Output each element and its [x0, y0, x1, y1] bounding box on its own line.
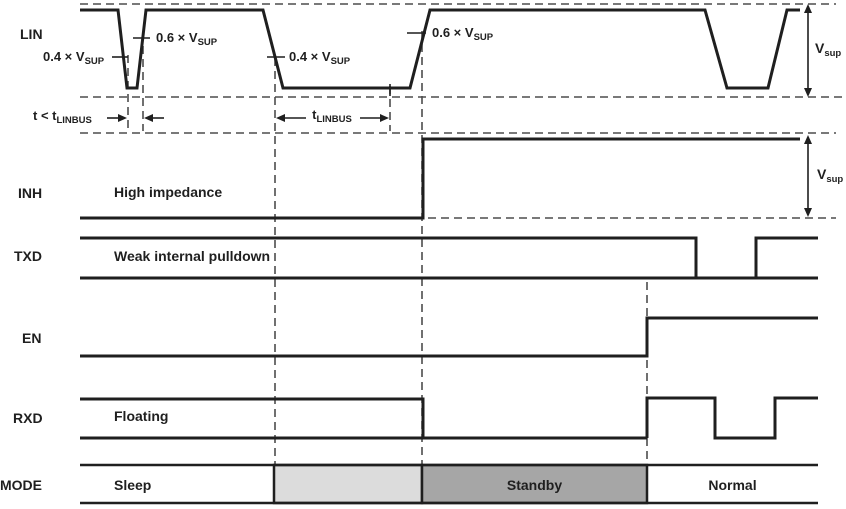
tlinbus-right-arrowhead	[380, 114, 389, 122]
vsup-lin-label: Vsup	[815, 40, 842, 59]
vsup-inh-arrowhead-down	[804, 208, 812, 217]
lin-signal-label: LIN	[20, 26, 43, 42]
mode-state-standby: Standby	[506, 477, 563, 493]
vsup-inh-arrowhead-up	[804, 135, 812, 144]
rxd-waveform	[645, 396, 818, 440]
en-waveform	[80, 316, 818, 358]
inh-signal-label: INH	[18, 185, 43, 201]
lin-threshold-04-label-2: 0.4 × VSUP	[289, 49, 351, 67]
lin-threshold-06-label-2: 0.6 × VSUP	[432, 25, 494, 43]
vsup-lin-arrowhead-down	[804, 88, 812, 97]
inh-annotation: High impedance	[114, 184, 223, 200]
recovery-arrowhead	[144, 114, 153, 122]
txd-signal-label: TXD	[14, 248, 42, 264]
rxd-signal-label: RXD	[13, 410, 43, 426]
inh-waveform	[80, 137, 800, 220]
rxd-annotation: Floating	[114, 408, 169, 424]
tlinbus-left-arrowhead	[276, 114, 285, 122]
t-short-timing-label: t < tLINBUS	[33, 108, 92, 126]
txd-waveform	[80, 236, 818, 278]
vsup-lin-arrowhead-up	[804, 4, 812, 13]
lin-threshold-04-label-1: 0.4 × VSUP	[43, 49, 105, 67]
mode-state-normal: Normal	[708, 477, 757, 493]
tlinbus-timing-label: tLINBUS	[312, 107, 352, 125]
txd-annotation: Weak internal pulldown	[114, 248, 271, 264]
mode-unlabeled-box	[272, 463, 424, 505]
en-signal-label: EN	[22, 330, 42, 346]
mode-signal-label: MODE	[0, 477, 42, 493]
mode-state-sleep: Sleep	[114, 477, 152, 493]
lin-waveform	[80, 8, 800, 90]
t-short-arrowhead	[118, 114, 127, 122]
rxd-floating-band-top	[80, 397, 425, 438]
vsup-inh-label: Vsup	[817, 166, 844, 185]
lin-threshold-06-label-1: 0.6 × VSUP	[156, 30, 218, 48]
